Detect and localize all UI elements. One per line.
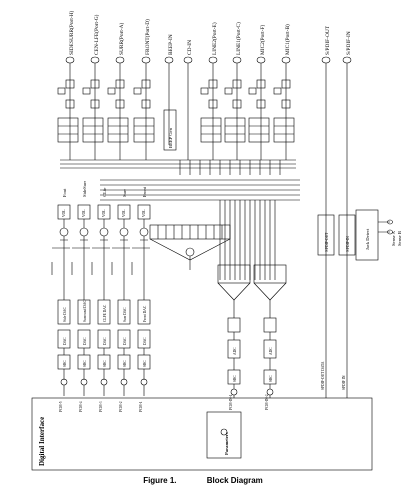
vol-label: VOL [142, 210, 146, 217]
adc-label: ADC [233, 347, 237, 355]
output-label: Front [142, 186, 147, 197]
pin-leads [69, 63, 348, 370]
output-label: Fout [62, 188, 67, 197]
spdif-out-block-label: S/PDIF-OUT [325, 232, 329, 252]
src-label: SRC [83, 360, 87, 367]
jack-detect-label: Jack Detect [365, 228, 370, 250]
pcm-labels: PCM-5 PCM-4 PCM-3 PCM-2 PCM-1 PCM-IN-1 P… [59, 394, 269, 412]
pcm-label: PCM-4 [79, 401, 83, 412]
sense-a-label: Sense A [391, 230, 396, 246]
adc-mux [217, 200, 287, 318]
parameters-block [206, 411, 242, 459]
spdif-in-block [338, 214, 356, 256]
src-label: SRC [143, 360, 147, 367]
pcm-circles [60, 378, 148, 396]
port-amplifiers [57, 79, 295, 143]
output-labels: Fout SideSurr CLfe Surr Front [62, 180, 147, 197]
sense-b-label: Sense B [397, 231, 402, 246]
src-label: SRC [63, 360, 67, 367]
pcm-in-label: PCM-IN-2 [265, 394, 269, 410]
jack-detect-block [355, 209, 379, 261]
figure-caption: Figure 1. Block Diagram [0, 476, 406, 485]
port-label: MIC1(Port-B) [284, 24, 291, 55]
port-label: S/PDIF-IN [346, 31, 352, 55]
mixer-grid [100, 160, 300, 270]
dac-nid: Surround DAC [83, 300, 87, 322]
port-label: CD-IN [187, 40, 193, 55]
figure-title: Block Diagram [206, 476, 263, 485]
src-blocks [57, 348, 151, 380]
top-bus [60, 159, 296, 169]
dac-nid: Side DAC [63, 307, 67, 322]
dac-nid: Surr DAC [123, 307, 127, 322]
port-label: SURR(Port-A) [118, 22, 125, 55]
adc-blocks [227, 317, 277, 398]
adc-label: ADC [269, 347, 273, 355]
vol-label: VOL [122, 210, 126, 217]
src-label: SRC [269, 375, 273, 382]
spdif-in-block-label: S/PDIF-IN [346, 236, 350, 252]
output-label: CLfe [102, 188, 107, 197]
dac-nid: CLFE DAC [103, 304, 107, 322]
parameters-label: Parameters [224, 432, 229, 455]
port-pins [65, 56, 352, 64]
top-port-labels: SIDESURR(Port-H) CEN-LFE(Port-G) SURR(Po… [68, 10, 352, 55]
output-label: Surr [122, 189, 127, 197]
src-label: SRC [103, 360, 107, 367]
spdif-out-data-label: SPDIF-OUT DATA [321, 361, 325, 390]
port-label: BEEP-IN [168, 34, 174, 55]
pcm-label: PCM-3 [99, 401, 103, 412]
port-label: MIC2(Port-F) [259, 25, 266, 55]
output-label: SideSurr [82, 180, 87, 197]
figure-number: Figure 1. [143, 476, 177, 485]
port-label: LINE2(Port-E) [211, 22, 218, 55]
dac-label: DAC [83, 337, 87, 345]
dac-label: DAC [123, 337, 127, 345]
digital-interface-title: Digital Interface [38, 417, 46, 466]
src-label: SRC [233, 375, 237, 382]
digital-interface-block [31, 397, 373, 471]
pcm-in-label: PCM-IN-1 [229, 394, 233, 410]
dac-label: DAC [143, 337, 147, 345]
dac-nid: Front DAC [143, 305, 147, 322]
vol-label: VOL [102, 210, 106, 217]
pcm-label: PCM-5 [59, 401, 63, 412]
dac-label: DAC [63, 337, 67, 345]
spdif-out-block [317, 214, 335, 256]
port-label: CEN-LFE(Port-G) [93, 14, 100, 55]
pcm-label: PCM-2 [119, 401, 123, 412]
spdif-in-data-label: SPDIF IN [342, 375, 346, 390]
output-mixers [51, 219, 150, 300]
pcm-label: PCM-1 [139, 401, 143, 412]
port-label: LINE1(Port-C) [235, 22, 242, 55]
vol-label: VOL [82, 210, 86, 217]
vol-label: VOL [62, 210, 66, 217]
dac-label: DAC [103, 337, 107, 345]
src-label: SRC [123, 360, 127, 367]
port-label: S/PDIF-OUT [325, 25, 331, 55]
port-label: SIDESURR(Port-H) [68, 10, 75, 55]
beep-gen-label: BEEP Gen [168, 127, 173, 148]
port-label: FRONT(Port-D) [144, 19, 151, 55]
beep-gen-block [163, 109, 177, 151]
